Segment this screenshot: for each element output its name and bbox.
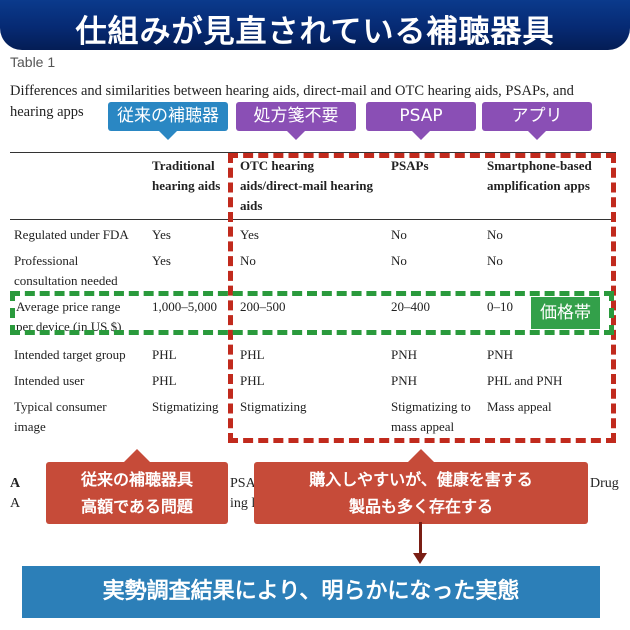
cell-app: PHL and PNH: [487, 373, 563, 388]
cell-app: No: [487, 253, 503, 268]
cell-app: No: [487, 227, 503, 242]
tag-app: アプリ: [482, 102, 592, 140]
arrow-shaft: [419, 522, 422, 556]
cell-psap: No: [391, 253, 407, 268]
cell-otc: No: [240, 253, 256, 268]
tag-traditional: 従来の補聴器: [108, 102, 228, 140]
cell-traditional: Stigmatizing: [152, 399, 219, 414]
row-label: Intended user: [14, 373, 85, 388]
cell-otc: 200–500: [240, 299, 286, 314]
header-traditional: Traditional hearing aids: [152, 158, 221, 193]
cell-app: Mass appeal: [487, 399, 552, 414]
footnote-fragment: A: [10, 476, 21, 491]
cell-otc: PHL: [240, 347, 265, 362]
header-otc: OTC hearing aids/direct-mail hearing aid…: [240, 158, 374, 213]
cell-psap: PNH: [391, 347, 418, 362]
table-label: Table 1: [10, 54, 56, 70]
tag-psap: PSAP: [366, 102, 476, 140]
row-label: Typical consumer image: [14, 399, 107, 434]
cell-app: PNH: [487, 347, 514, 362]
cell-traditional: PHL: [152, 347, 177, 362]
tag-otc: 処方箋不要: [236, 102, 356, 140]
row-label: Regulated under FDA: [14, 227, 129, 242]
conclusion-banner: 実勢調査結果により、明らかになった実態: [22, 566, 600, 618]
price-range-badge: 価格帯: [531, 297, 600, 329]
cell-psap: PNH: [391, 373, 418, 388]
slide-title: 仕組みが見直されている補聴器具: [75, 14, 555, 50]
cell-otc: Yes: [240, 227, 259, 242]
cell-traditional: PHL: [152, 373, 177, 388]
row-label: Intended target group: [14, 347, 126, 362]
cell-psap: 20–400: [391, 299, 430, 314]
cell-traditional: Yes: [152, 227, 171, 242]
cell-app: 0–10: [487, 299, 513, 314]
title-banner: [0, 0, 630, 50]
table-top-rule: [10, 152, 616, 153]
header-psap: PSAPs: [391, 158, 429, 173]
table-caption: Differences and similarities between hea…: [10, 83, 574, 120]
cell-otc: PHL: [240, 373, 265, 388]
cell-psap: Stigmatizing to mass appeal: [391, 399, 471, 434]
price-row-highlight: [10, 291, 614, 335]
callout-easy-purchase-risk: 購入しやすいが、健康を害する 製品も多く存在する: [254, 449, 588, 524]
row-label: Professional consultation needed: [14, 253, 118, 288]
footnote-fragment: Drug: [590, 476, 619, 491]
arrow-down-icon: [413, 553, 427, 564]
table-header-rule: [10, 219, 616, 220]
cell-psap: No: [391, 227, 407, 242]
cell-traditional: Yes: [152, 253, 171, 268]
header-app: Smartphone-based amplification apps: [487, 158, 592, 193]
callout-traditional-cost: 従来の補聴器具 高額である問題: [46, 449, 228, 524]
cell-otc: Stigmatizing: [240, 399, 307, 414]
cell-traditional: 1,000–5,000: [152, 299, 217, 314]
footnote-fragment: A: [10, 496, 21, 511]
